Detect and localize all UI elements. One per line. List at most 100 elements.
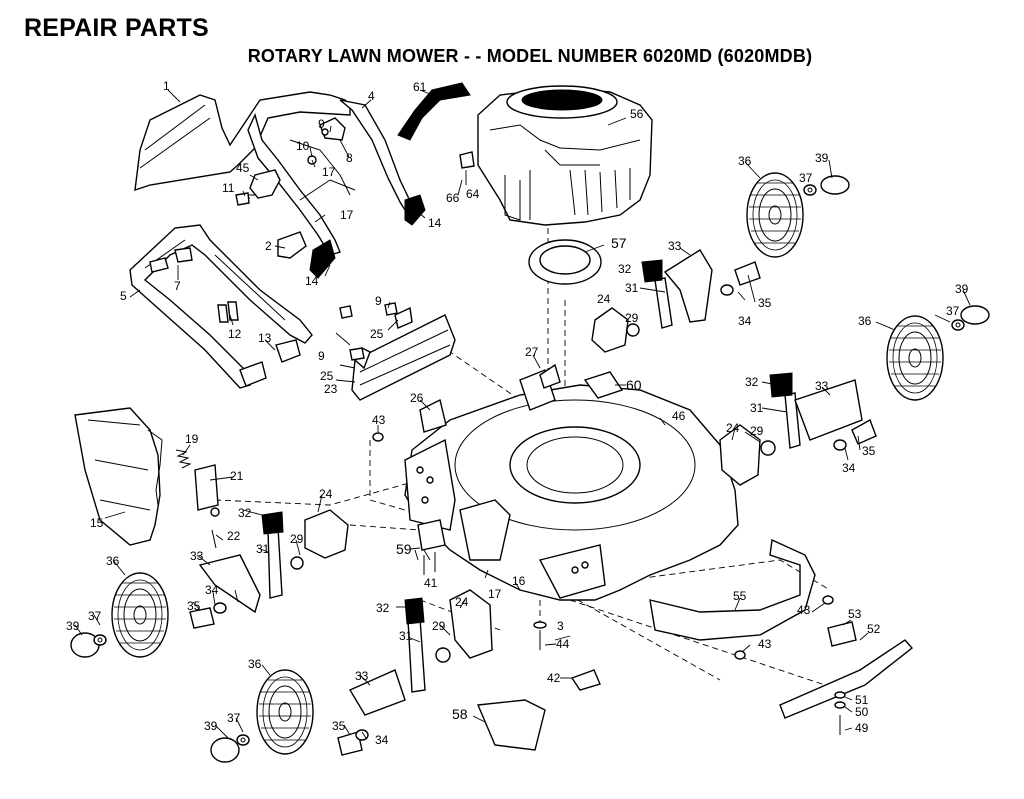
callout-5: 5 — [120, 289, 127, 303]
callout-41: 41 — [424, 576, 438, 590]
callout-32d: 32 — [376, 601, 390, 615]
callout-60: 60 — [626, 377, 642, 393]
callout-9: 9 — [318, 117, 325, 131]
callout-59: 59 — [396, 541, 412, 557]
callout-57: 57 — [611, 235, 627, 251]
callout-64: 64 — [466, 187, 480, 201]
callout-35b: 35 — [862, 444, 876, 458]
callout-8: 8 — [346, 151, 353, 165]
callout-17b: 17 — [340, 208, 354, 222]
callout-24c: 24 — [319, 487, 333, 501]
callout-11: 11 — [222, 181, 235, 195]
callout-24b: 24 — [726, 421, 740, 435]
diagram-subtitle: ROTARY LAWN MOWER - - MODEL NUMBER 6020M… — [247, 46, 813, 66]
callout-31c: 31 — [256, 542, 270, 556]
callout-61: 61 — [413, 80, 427, 94]
callout-52: 52 — [867, 622, 881, 636]
callout-31b: 31 — [750, 401, 764, 415]
callout-37c: 37 — [88, 609, 102, 623]
blade-and-baffle — [649, 538, 914, 735]
callout-25: 25 — [370, 327, 384, 341]
callout-46: 46 — [672, 409, 686, 423]
callout-29c: 29 — [290, 532, 304, 546]
callout-29b: 29 — [750, 424, 764, 438]
callout-33: 33 — [668, 239, 682, 253]
callout-43c: 43 — [758, 637, 772, 651]
callout-34: 34 — [738, 314, 752, 328]
callout-33b: 33 — [815, 379, 829, 393]
callout-53: 53 — [848, 607, 862, 621]
callout-34c: 34 — [205, 583, 219, 597]
callout-14: 14 — [428, 216, 442, 230]
callout-10: 10 — [296, 139, 310, 153]
callout-33d: 33 — [355, 669, 369, 683]
callout-12: 12 — [228, 327, 242, 341]
callout-2: 2 — [265, 239, 272, 253]
callout-29: 29 — [625, 311, 639, 325]
callout-labels: 1 4 61 56 9 10 8 17 45 11 17 14 66 64 2 … — [66, 79, 969, 747]
callout-33c: 33 — [190, 549, 204, 563]
callout-44: 44 — [556, 637, 570, 651]
page-title: REPAIR PARTS — [24, 14, 209, 42]
callout-23: 23 — [324, 382, 338, 396]
callout-36b: 36 — [858, 314, 872, 328]
callout-34b: 34 — [842, 461, 856, 475]
callout-15: 15 — [90, 516, 104, 530]
callout-35c: 35 — [187, 599, 201, 613]
callout-37d: 37 — [227, 711, 241, 725]
callout-35: 35 — [758, 296, 772, 310]
callout-19: 19 — [185, 432, 199, 446]
callout-32b: 32 — [745, 375, 759, 389]
callout-25b: 25 — [320, 369, 334, 383]
discharge-plug — [583, 371, 624, 399]
callout-36d: 36 — [248, 657, 262, 671]
callout-51: 51 — [855, 693, 869, 707]
upper-handle-assembly — [134, 91, 426, 279]
callout-24: 24 — [597, 292, 611, 306]
callout-66: 66 — [446, 191, 460, 205]
callout-7: 7 — [174, 279, 181, 293]
callout-21: 21 — [230, 469, 244, 483]
callout-34d: 34 — [375, 733, 389, 747]
callout-39c: 39 — [66, 619, 80, 633]
callout-29d: 29 — [432, 619, 446, 633]
engine-spacer-ring — [528, 239, 602, 285]
lower-handle-assembly — [129, 224, 313, 389]
callout-4: 4 — [368, 89, 375, 103]
callout-24d: 24 — [455, 595, 469, 609]
callout-13: 13 — [258, 331, 272, 345]
callout-35d: 35 — [332, 719, 346, 733]
callout-22: 22 — [227, 529, 241, 543]
rear-door — [351, 306, 456, 401]
callout-31: 31 — [625, 281, 639, 295]
callout-45: 45 — [236, 161, 250, 175]
callout-39d: 39 — [204, 719, 218, 733]
callout-17: 17 — [322, 165, 336, 179]
wheels — [70, 172, 990, 763]
callout-26: 26 — [410, 391, 424, 405]
callout-27: 27 — [525, 345, 539, 359]
height-adjusters — [198, 249, 863, 716]
callout-39b: 39 — [955, 282, 969, 296]
callout-55: 55 — [733, 589, 747, 603]
callout-37: 37 — [799, 171, 813, 185]
callout-37b: 37 — [946, 304, 960, 318]
callout-56: 56 — [630, 107, 644, 121]
callout-43b: 43 — [797, 603, 811, 617]
misc-hardware — [235, 192, 834, 751]
callout-43: 43 — [372, 413, 386, 427]
callout-32c: 32 — [238, 506, 252, 520]
callout-9c: 9 — [318, 349, 325, 363]
callout-32: 32 — [618, 262, 632, 276]
callout-49: 49 — [855, 721, 869, 735]
callout-14b: 14 — [305, 274, 319, 288]
grass-bag-frame — [74, 407, 220, 549]
callout-36c: 36 — [106, 554, 120, 568]
callout-17c: 17 — [488, 587, 502, 601]
engine — [397, 82, 653, 226]
callout-31d: 31 — [399, 629, 413, 643]
callout-36: 36 — [738, 154, 752, 168]
mower-deck — [404, 369, 739, 601]
callout-42: 42 — [547, 671, 561, 685]
